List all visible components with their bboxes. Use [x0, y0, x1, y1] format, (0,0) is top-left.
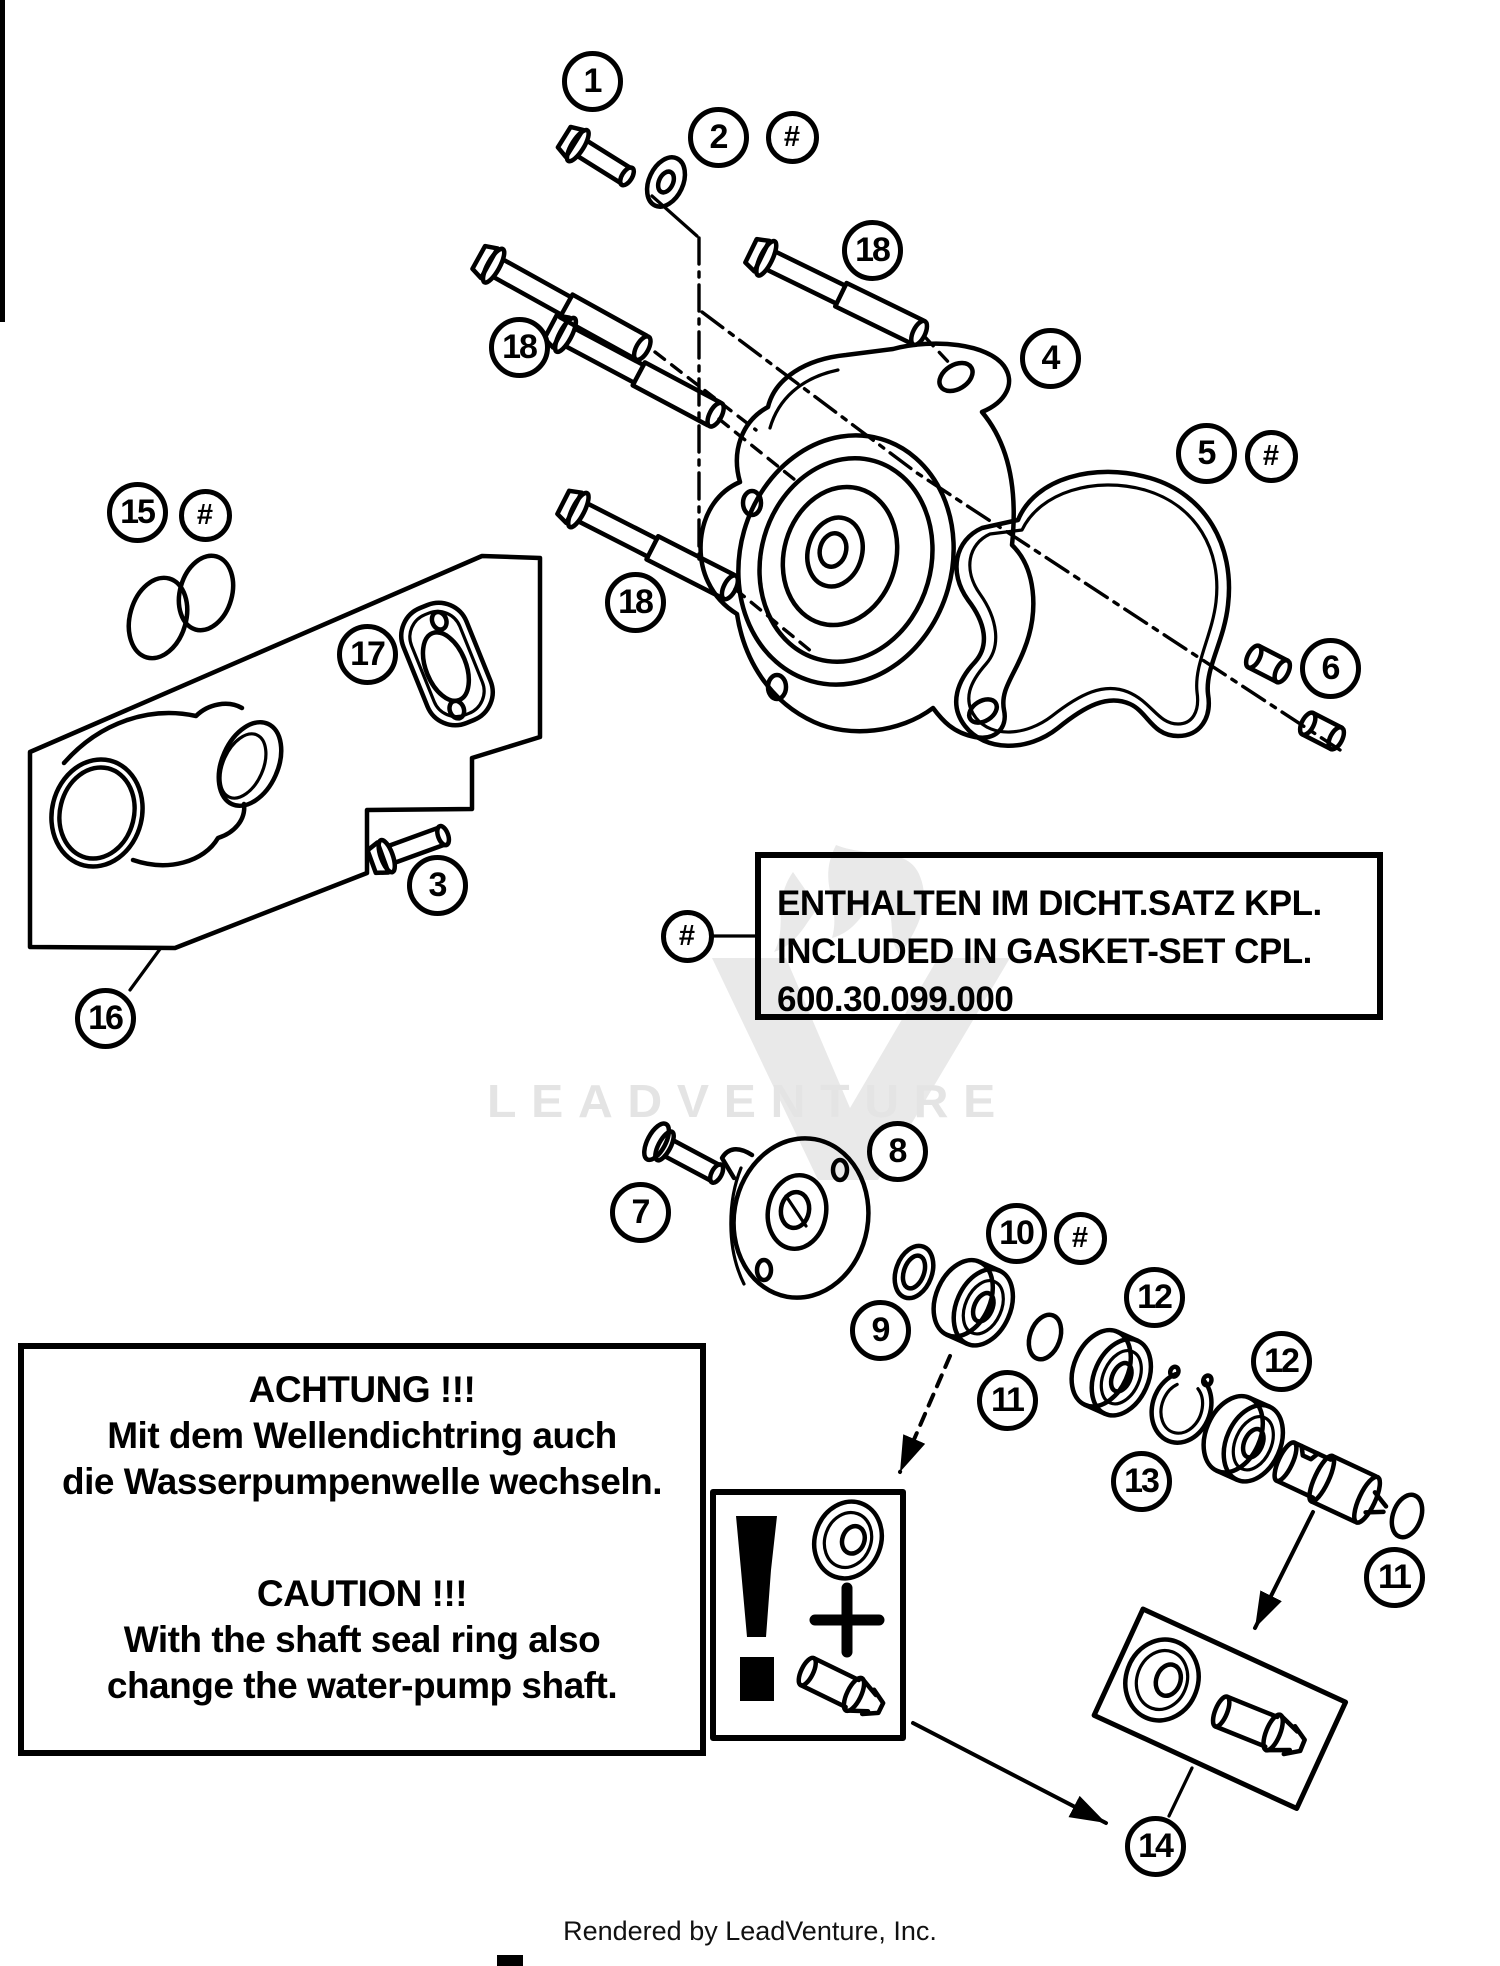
bushing-6-b: [1297, 710, 1347, 752]
callout-hash: #: [765, 110, 819, 164]
callout-13: 13: [1110, 1450, 1172, 1512]
water-pump-shaft: [1272, 1440, 1389, 1525]
bolt-18-c: [743, 236, 930, 348]
callout-hash: #: [1053, 1211, 1107, 1265]
callout-18: 18: [841, 219, 903, 281]
caution-line-en-2: change the water-pump shaft.: [106, 1665, 618, 1706]
cover-gasket-5: [954, 469, 1232, 748]
callout-17: 17: [336, 623, 398, 685]
flange-gasket-17: [399, 600, 495, 728]
shaft-kit-box-14: [1091, 1606, 1349, 1811]
caution-spacer: [24, 1505, 700, 1571]
bushing-6-a: [1243, 643, 1293, 685]
group-panel-16: [27, 553, 543, 951]
callout-7: 7: [609, 1181, 671, 1243]
gasket-note-line-de: ENTHALTEN IM DICHT.SATZ KPL.: [777, 884, 1322, 923]
callout-hash: #: [1244, 429, 1298, 483]
o-ring-11-a: [1026, 1312, 1064, 1362]
caution-line-en-1: With the shaft seal ring also: [123, 1619, 601, 1660]
scan-artifact: [497, 1955, 523, 1966]
caution-line-de-1: Mit dem Wellendichtring auch: [107, 1415, 617, 1456]
bolt-18-b: [542, 313, 726, 429]
screw-7: [642, 1121, 726, 1185]
callout-18: 18: [604, 571, 666, 633]
caution-line-de-2: die Wasserpumpenwelle wechseln.: [61, 1461, 663, 1502]
washer-2: [644, 155, 688, 209]
callout-18: 18: [488, 316, 550, 378]
impeller-8: [719, 1136, 871, 1300]
callout-16: 16: [74, 987, 136, 1049]
callout-4: 4: [1019, 327, 1081, 389]
callout-8: 8: [866, 1120, 928, 1182]
bolt-3: [365, 823, 452, 876]
gasket-note-part-number: 600.30.099.000: [777, 980, 1014, 1019]
callout-14: 14: [1124, 1815, 1186, 1877]
callout-hash: #: [178, 488, 232, 542]
gasket-set-note: ENTHALTEN IM DICHT.SATZ KPL. INCLUDED IN…: [755, 852, 1383, 1020]
callout-10: 10: [985, 1202, 1047, 1264]
bearing-12-a: [1069, 1327, 1154, 1418]
seal-kit-box: [710, 1489, 906, 1741]
footer-credit: Rendered by LeadVenture, Inc.: [563, 1916, 937, 1946]
callout-6: 6: [1299, 637, 1361, 699]
caution-title-en: CAUTION !!!: [256, 1573, 468, 1614]
callout-5: 5: [1175, 422, 1237, 484]
callout-15: 15: [106, 481, 168, 543]
callout-3: 3: [406, 854, 468, 916]
callout-2: 2: [687, 106, 749, 168]
seal-9: [892, 1243, 936, 1301]
o-ring-11-b: [1389, 1492, 1425, 1540]
pump-housing-4: [698, 341, 1036, 740]
callout-hash: #: [660, 909, 714, 963]
bolt-1: [555, 124, 637, 188]
circlip-13: [1149, 1364, 1214, 1445]
bearing-10: [931, 1257, 1016, 1348]
callout-1: 1: [561, 50, 623, 112]
callout-12: 12: [1123, 1266, 1185, 1328]
reference-arrows: [898, 1354, 1315, 1825]
bolt-18-d: [555, 488, 741, 602]
callout-11: 11: [976, 1369, 1038, 1431]
leadventure-logo-watermark: LEADVENTURE: [487, 845, 1010, 1180]
watermark-text: LEADVENTURE: [487, 1075, 1010, 1127]
caution-note: ACHTUNG !!! Mit dem Wellendichtring auch…: [18, 1343, 706, 1756]
leader-lines: [128, 194, 1342, 1818]
callout-11: 11: [1363, 1546, 1425, 1608]
callout-9: 9: [849, 1299, 911, 1361]
bearing-12-b: [1201, 1393, 1286, 1484]
gasket-note-line-en: INCLUDED IN GASKET-SET CPL.: [777, 932, 1312, 971]
caution-title-de: ACHTUNG !!!: [248, 1369, 476, 1410]
callout-12: 12: [1250, 1330, 1312, 1392]
page-edge-bar: [0, 0, 5, 322]
o-rings-15: [126, 553, 236, 661]
water-pipe-16: [49, 701, 284, 869]
